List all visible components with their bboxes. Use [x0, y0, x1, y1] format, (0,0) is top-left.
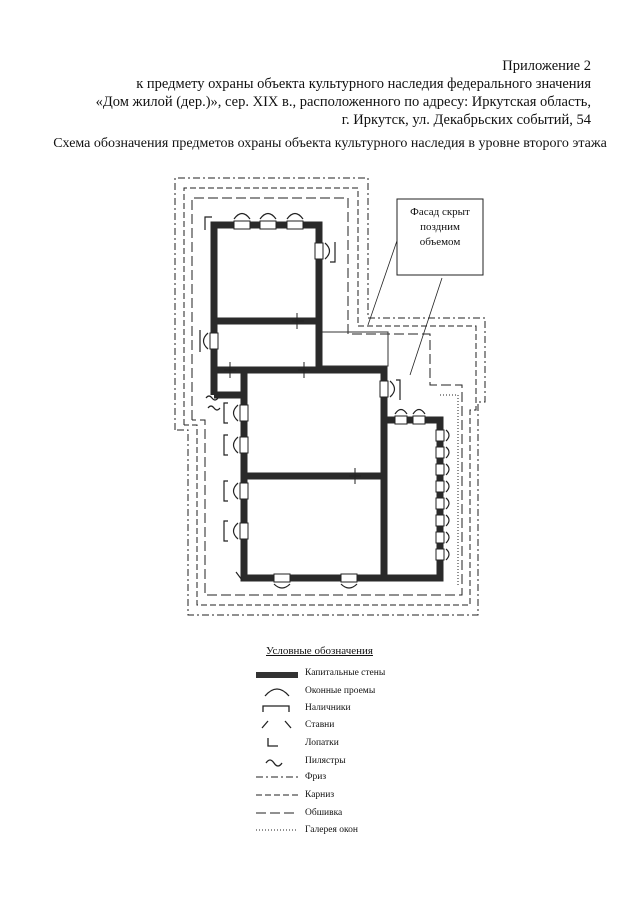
legend-label-shutters: Ставни: [305, 720, 335, 730]
wall-room-top-left: [210, 221, 323, 325]
appendix-label: Приложение 2: [502, 58, 591, 74]
legend-label-cornice: Карниз: [305, 790, 335, 800]
siding-contour: [191, 197, 463, 596]
gallery-contour: [440, 394, 459, 585]
legend-label-frieze: Фриз: [305, 772, 327, 782]
legend-label-windows: Оконные проемы: [305, 686, 376, 696]
legend-label-gallery: Галерея окон: [305, 825, 358, 835]
callout-label: Фасад скрыт поздним объемом: [410, 206, 470, 248]
frieze-contour: [174, 177, 486, 616]
legend-label-nalichniki: Наличники: [305, 703, 351, 713]
wall-gallery: [380, 416, 444, 582]
cornice-contour: [183, 187, 477, 606]
legend-label-lopatki: Лопатки: [305, 738, 339, 748]
header-subject-line: к предмету охраны объекта культурного на…: [136, 76, 591, 92]
legend-label-capital-walls: Капитальные стены: [305, 668, 386, 678]
legend-title: Условные обозначения: [266, 645, 373, 657]
legend-label-pilasters: Пилястры: [305, 756, 346, 766]
legend-label-siding: Обшивка: [305, 808, 343, 818]
scheme-title: Схема обозначения предметов охраны объек…: [53, 136, 607, 151]
callout-box: [396, 198, 484, 276]
later-annex: [321, 331, 389, 367]
header-address-line: г. Иркутск, ул. Декабрьских событий, 54: [341, 112, 591, 128]
header-object-line: «Дом жилой (дер.)», сер. XIX в., располо…: [95, 94, 591, 110]
